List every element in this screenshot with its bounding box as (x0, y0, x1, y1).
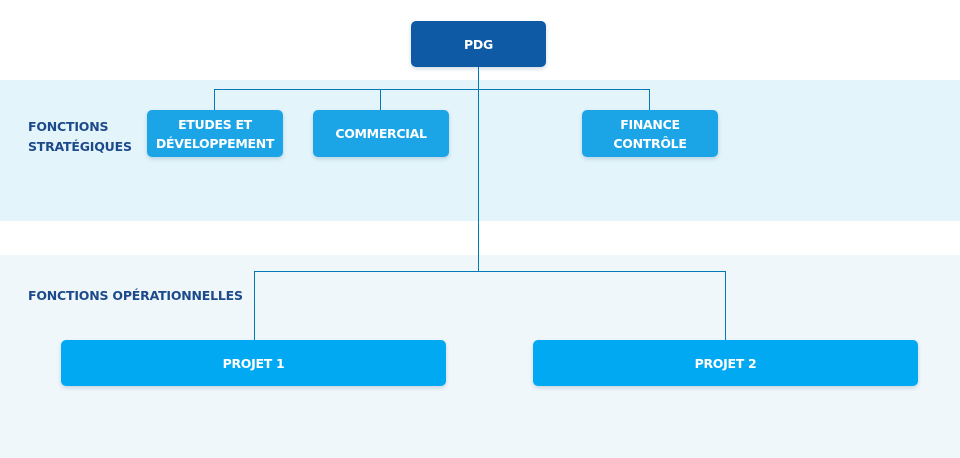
connector-operational-bus (254, 271, 726, 340)
org-node-projet-2[interactable]: PROJET 2 (533, 340, 918, 386)
org-node-finance-controle[interactable]: FINANCE CONTRÔLE (582, 110, 718, 157)
org-node-commercial[interactable]: COMMERCIAL (313, 110, 449, 157)
org-node-projet-1[interactable]: PROJET 1 (61, 340, 446, 386)
strategic-functions-label: FONCTIONS STRATÉGIQUES (28, 119, 132, 154)
operational-functions-label: FONCTIONS OPÉRATIONNELLES (28, 288, 243, 303)
org-node-etudes-developpement[interactable]: ETUDES ET DÉVELOPPEMENT (147, 110, 283, 157)
connector-strategic-bus (214, 89, 650, 110)
org-node-pdg[interactable]: PDG (411, 21, 546, 67)
